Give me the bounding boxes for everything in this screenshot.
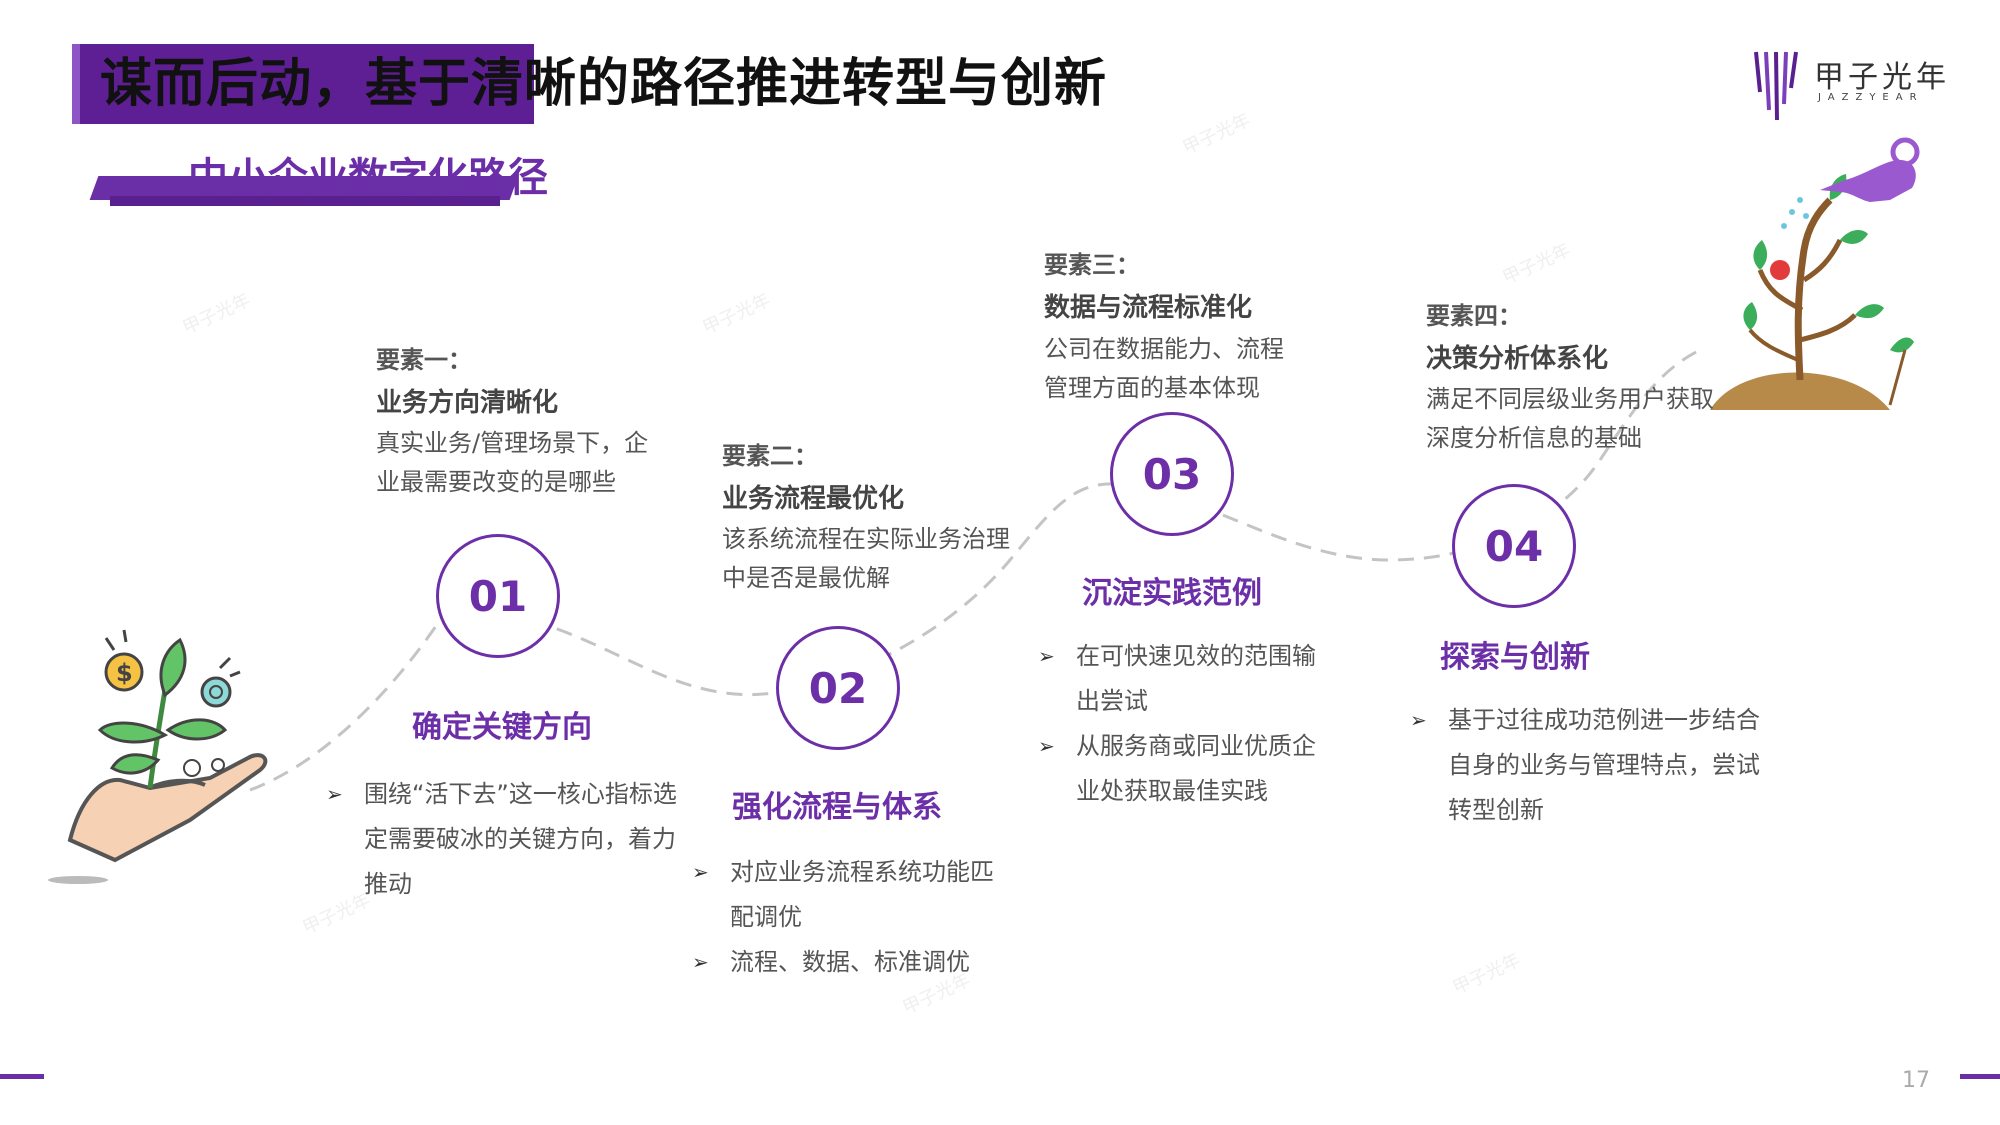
arrow-bullet-icon: ➢ — [692, 860, 709, 884]
step-4-name: 决策分析体系化 — [1426, 344, 1609, 374]
step-3-label: 要素三： — [1044, 251, 1140, 279]
subtitle: 中小企业数字化路径 — [188, 155, 548, 201]
arrow-bullet-icon: ➢ — [1038, 734, 1055, 758]
step-3-circle: 03 — [1110, 412, 1234, 536]
step-2-label: 要素二： — [722, 442, 818, 470]
step-1-circle: 01 — [436, 534, 560, 658]
watering-tree-icon — [1710, 137, 1920, 410]
step-4-desc: 满足不同层级业务用户获取 深度分析信息的基础 — [1426, 385, 1714, 452]
logo-subtext: JAZZYEAR — [1818, 92, 1924, 103]
subtitle-underline-thin — [110, 196, 500, 206]
step-1-bullets: ➢围绕“活下去”这一核心指标选定需要破冰的关键方向，着力推动 — [326, 772, 686, 907]
arrow-bullet-icon: ➢ — [326, 782, 343, 806]
list-item: ➢从服务商或同业优质企业处获取最佳实践 — [1038, 724, 1338, 814]
step-4-circle: 04 — [1452, 484, 1576, 608]
page-number: 17 — [1902, 1068, 1930, 1093]
title-bar — [72, 44, 534, 124]
step-4-heading: 探索与创新 — [1440, 640, 1590, 675]
arrow-bullet-icon: ➢ — [1038, 644, 1055, 668]
step-1-label: 要素一： — [376, 346, 472, 374]
logo-name: 甲子光年 — [1814, 60, 1950, 95]
step-3-desc: 公司在数据能力、流程 管理方面的基本体现 — [1044, 335, 1284, 402]
step-2-bullets: ➢对应业务流程系统功能匹配调优 ➢流程、数据、标准调优 — [692, 850, 1012, 985]
step-1-desc: 真实业务/管理场景下，企 业最需要改变的是哪些 — [376, 429, 649, 496]
step-1-name: 业务方向清晰化 — [376, 388, 559, 418]
step-3-bullets: ➢在可快速见效的范围输出尝试 ➢从服务商或同业优质企业处获取最佳实践 — [1038, 634, 1338, 814]
step-4-label: 要素四： — [1426, 302, 1522, 330]
list-item: ➢基于过往成功范例进一步结合自身的业务与管理特点，尝试转型创新 — [1410, 698, 1780, 833]
arrow-bullet-icon: ➢ — [692, 950, 709, 974]
footer-accent-right — [1960, 1074, 2000, 1079]
list-item: ➢围绕“活下去”这一核心指标选定需要破冰的关键方向，着力推动 — [326, 772, 686, 907]
step-2-heading: 强化流程与体系 — [732, 790, 942, 825]
step-4-bullets: ➢基于过往成功范例进一步结合自身的业务与管理特点，尝试转型创新 — [1410, 698, 1780, 833]
page-title: 谋而后动，基于清晰的路径推进转型与创新 — [100, 54, 1108, 114]
step-2-circle: 02 — [776, 626, 900, 750]
step-3-name: 数据与流程标准化 — [1044, 293, 1253, 323]
footer-accent-left — [0, 1074, 44, 1079]
title-bar-edge — [72, 44, 80, 124]
hand-plant-icon: $ — [48, 629, 268, 884]
step-1-heading: 确定关键方向 — [412, 710, 592, 745]
step-3-heading: 沉淀实践范例 — [1082, 576, 1262, 611]
arrow-bullet-icon: ➢ — [1410, 708, 1427, 732]
step-2-desc: 该系统流程在实际业务治理 中是否是最优解 — [722, 525, 1010, 592]
list-item: ➢在可快速见效的范围输出尝试 — [1038, 634, 1338, 724]
logo-mark-icon — [1754, 51, 1798, 121]
list-item: ➢对应业务流程系统功能匹配调优 — [692, 850, 1012, 940]
step-2-name: 业务流程最优化 — [722, 484, 905, 514]
svg-text:$: $ — [116, 659, 133, 687]
list-item: ➢流程、数据、标准调优 — [692, 940, 1012, 985]
